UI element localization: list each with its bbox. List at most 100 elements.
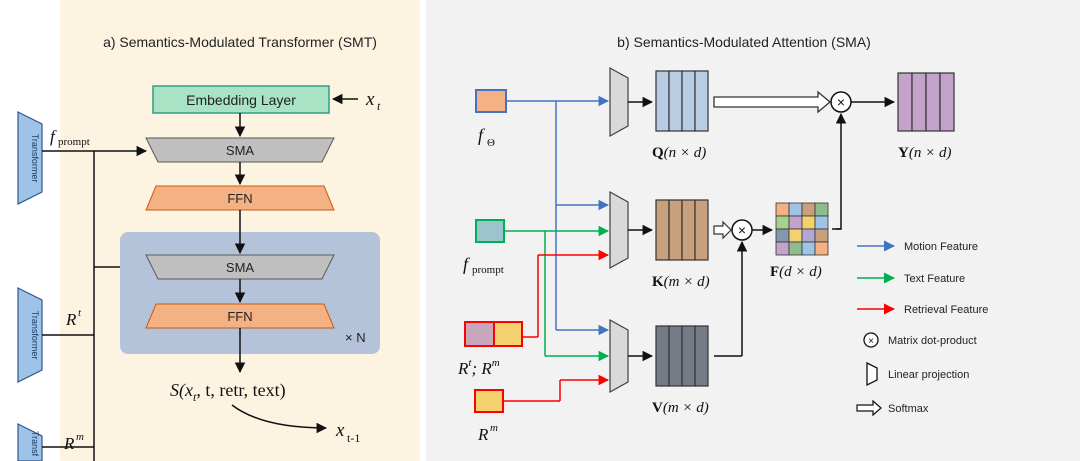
dot-product-mid: × bbox=[731, 219, 753, 241]
xt1-x: x bbox=[335, 420, 345, 441]
rtrm-sup1: t bbox=[468, 357, 472, 369]
score-s: S(x bbox=[170, 380, 193, 401]
f-dim: (d × d) bbox=[779, 264, 822, 280]
xt-x: x bbox=[365, 89, 375, 110]
embedding-layer bbox=[152, 85, 330, 114]
dot-top-symbol: × bbox=[837, 94, 845, 110]
label-rm: R m bbox=[63, 431, 84, 453]
legend-dot-label: Matrix dot-product bbox=[888, 335, 977, 347]
encoder-rm-label: Transf bbox=[30, 431, 40, 457]
rt-rm-square bbox=[464, 321, 523, 347]
label-rt: R t bbox=[65, 307, 82, 329]
f-bold: F bbox=[770, 264, 779, 280]
softmax-icon bbox=[856, 399, 882, 417]
arrow-score-output bbox=[231, 404, 328, 434]
encoder-rt: Transformer bbox=[17, 287, 43, 383]
matrix-v bbox=[655, 325, 709, 387]
q-dim: (n × d) bbox=[664, 145, 707, 161]
label-xt: x t bbox=[365, 89, 381, 113]
svg-text:S(xt, t, retr, text): S(xt, t, retr, text) bbox=[170, 380, 286, 404]
k-dim: (m × d) bbox=[664, 274, 710, 290]
label-f: F(d × d) bbox=[770, 264, 822, 280]
y-bold: Y bbox=[898, 145, 909, 161]
v-dim: (m × d) bbox=[663, 400, 709, 416]
softmax-arrow-q bbox=[713, 90, 832, 114]
f-theta-sub: Θ bbox=[487, 137, 495, 149]
legend: Motion Feature Text Feature Retrieval Fe… bbox=[856, 240, 988, 417]
b-rm-r: R bbox=[477, 425, 489, 444]
legend-text-label: Text Feature bbox=[904, 273, 965, 285]
svg-text:Y(n × d): Y(n × d) bbox=[898, 145, 951, 161]
motion-lines bbox=[506, 95, 610, 336]
projection-q bbox=[609, 66, 629, 138]
ffn-label-2: FFN bbox=[227, 309, 252, 324]
svg-text:F(d × d): F(d × d) bbox=[770, 264, 822, 280]
f-theta-square bbox=[475, 89, 507, 113]
matrix-k bbox=[655, 199, 709, 261]
legend-projection-label: Linear projection bbox=[888, 369, 969, 381]
b-fprompt-f: f bbox=[463, 254, 471, 274]
matrix-dot-icon bbox=[863, 332, 879, 348]
encoder-rm: Transf bbox=[17, 423, 43, 461]
repeat-label: × N bbox=[345, 330, 366, 345]
panel-b-title: b) Semantics-Modulated Attention (SMA) bbox=[617, 34, 871, 50]
encoder-rt-label: Transformer bbox=[30, 311, 40, 360]
svg-text:V(m × d): V(m × d) bbox=[652, 400, 709, 416]
xt-sub: t bbox=[377, 99, 381, 113]
legend-softmax-label: Softmax bbox=[888, 403, 929, 415]
ffn-block-1 bbox=[145, 185, 335, 211]
label-rt-rm: Rt; Rm bbox=[457, 357, 500, 378]
sma-block-1 bbox=[145, 137, 335, 163]
label-fprompt: f prompt bbox=[50, 127, 90, 148]
xt1-sub: t-1 bbox=[347, 431, 360, 445]
b-fprompt-sub: prompt bbox=[472, 264, 504, 276]
encoder-prompt: Transformer bbox=[17, 111, 43, 205]
ffn-label-1: FFN bbox=[227, 191, 252, 206]
rt-sup: t bbox=[78, 307, 82, 319]
panel-a-title: a) Semantics-Modulated Transformer (SMT) bbox=[103, 34, 377, 50]
fprompt-f: f bbox=[50, 127, 57, 146]
ffn-block-2 bbox=[145, 303, 335, 329]
label-xt-1: x t-1 bbox=[335, 420, 360, 445]
svg-text:Q(n × d): Q(n × d) bbox=[652, 145, 706, 161]
matrix-f bbox=[775, 202, 829, 256]
rm-sup: m bbox=[76, 431, 84, 443]
q-bold: Q bbox=[652, 145, 664, 161]
label-k: K(m × d) bbox=[652, 274, 710, 290]
embedding-label: Embedding Layer bbox=[186, 92, 296, 108]
score-sub: t bbox=[193, 390, 197, 404]
dot-product-top: × bbox=[830, 91, 852, 113]
text-lines bbox=[504, 225, 610, 362]
legend-dot-symbol: × bbox=[868, 336, 874, 347]
b-rm-sup: m bbox=[490, 422, 498, 434]
repeat-block bbox=[120, 232, 380, 354]
projection-v bbox=[609, 318, 629, 394]
encoder-prompt-label: Transformer bbox=[30, 134, 40, 183]
rt-r: R bbox=[65, 310, 77, 329]
legend-retrieval: Retrieval Feature bbox=[857, 303, 988, 316]
label-f-prompt: f prompt bbox=[463, 254, 504, 276]
label-b-rm: R m bbox=[477, 422, 498, 444]
dot-mid-symbol: × bbox=[738, 222, 746, 238]
matrix-y bbox=[897, 72, 955, 132]
label-y: Y(n × d) bbox=[898, 145, 951, 161]
label-q: Q(n × d) bbox=[652, 145, 706, 161]
y-dim: (n × d) bbox=[909, 145, 952, 161]
sma-label-1: SMA bbox=[226, 143, 255, 158]
k-bold: K bbox=[652, 274, 664, 290]
retrieval-lines bbox=[503, 249, 610, 402]
rtrm-mid: ; R bbox=[471, 359, 492, 378]
svg-text:Rt; Rm: Rt; Rm bbox=[457, 357, 500, 378]
matrix-q bbox=[655, 70, 709, 132]
softmax-arrow-k bbox=[713, 220, 732, 240]
score-label: S(xt, t, retr, text) bbox=[170, 380, 286, 404]
legend-linear-projection: Linear projection bbox=[866, 361, 969, 387]
rtrm-r1: R bbox=[457, 359, 469, 378]
label-f-theta: f Θ bbox=[478, 125, 495, 149]
legend-retrieval-label: Retrieval Feature bbox=[904, 304, 988, 316]
legend-motion: Motion Feature bbox=[857, 240, 978, 253]
rtrm-sup2: m bbox=[492, 357, 500, 369]
arrow-f-to-dot bbox=[832, 112, 847, 230]
